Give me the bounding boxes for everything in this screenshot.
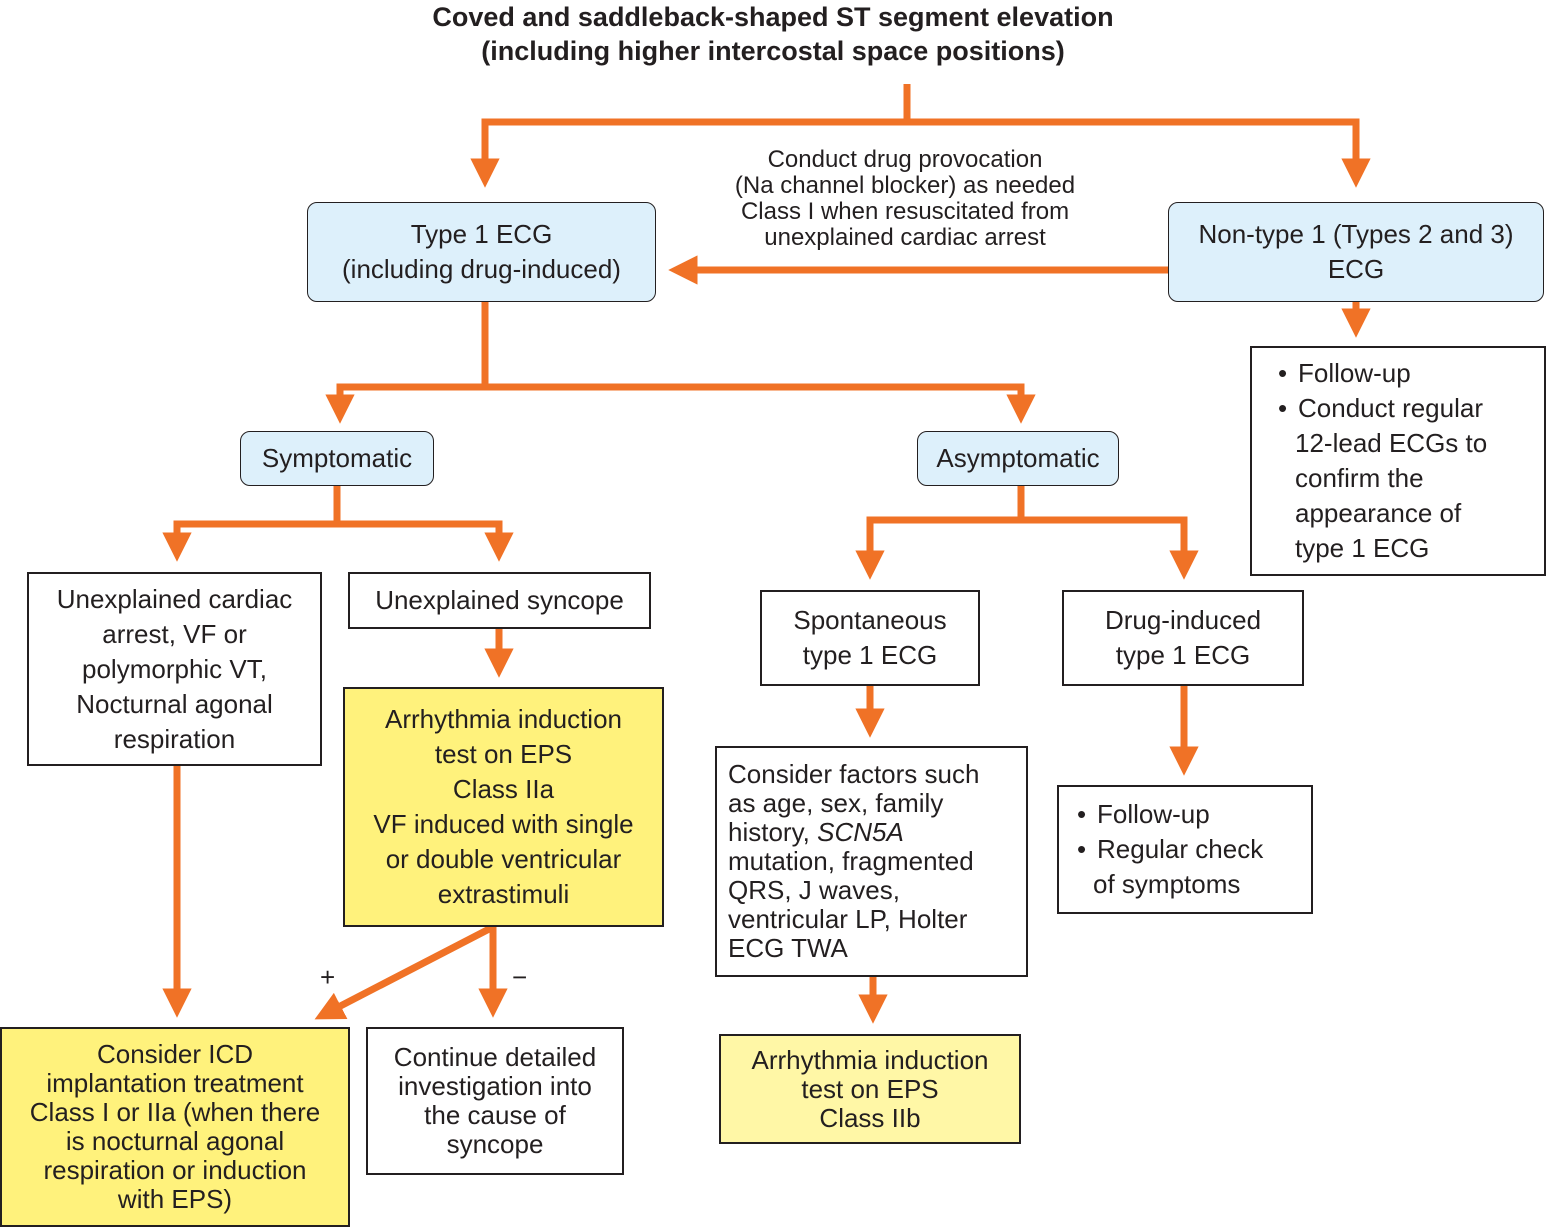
icd-line: Consider ICD — [96, 1039, 254, 1069]
bullet-text: Follow-up — [1097, 799, 1210, 829]
followup-bullet-item: • Conduct regular 12-lead ECGs to confir… — [1278, 391, 1544, 566]
type1-ecg-box: Type 1 ECG (including drug-induced) — [307, 202, 656, 302]
icd-line: implantation treatment — [46, 1068, 304, 1098]
bullet-glyph: • — [1278, 358, 1288, 388]
bullet-text-line: Regular check — [1097, 834, 1264, 864]
followup-bullet-item: • Regular check of symptoms — [1077, 832, 1311, 902]
unexplained-syncope-box: Unexplained syncope — [348, 572, 651, 629]
arrow-induction-plus-to-icd — [314, 923, 495, 1020]
induction-iia-line: test on EPS — [434, 739, 573, 769]
bullet-glyph: • — [1278, 393, 1288, 423]
continue-line: investigation into — [398, 1071, 592, 1101]
type1-line: Type 1 ECG — [410, 219, 553, 249]
nontype1-line: Non-type 1 (Types 2 and 3) — [1198, 219, 1514, 249]
induction-iib-line: test on EPS — [801, 1073, 939, 1104]
induction-iib-line: Class IIb — [819, 1102, 921, 1133]
spontaneous-line: type 1 ECG — [802, 640, 938, 670]
arrow-type1-to-symptomatic — [325, 302, 489, 424]
bullet-text-line: confirm the — [1295, 463, 1424, 493]
consider-factors-box: Consider factors such as age, sex, famil… — [715, 746, 1028, 977]
drug-induced-type1-box: Drug-induced type 1 ECG — [1062, 590, 1304, 686]
provocation-note-line: Class I when resuscitated from — [740, 198, 1070, 225]
icd-treatment-box: Consider ICD implantation treatment Clas… — [0, 1027, 350, 1227]
cardiac-arrest-line: respiration — [113, 723, 236, 754]
factors-text: history, — [728, 817, 818, 847]
cardiac-arrest-line: Nocturnal agonal — [76, 688, 273, 719]
bullet-text-line: Conduct regular — [1298, 393, 1483, 423]
minus-sign: − — [512, 962, 528, 992]
factors-line: as age, sex, family — [728, 788, 944, 818]
arrow-title-to-nontype1 — [907, 118, 1371, 188]
induction-iia-line: VF induced with single — [373, 809, 634, 839]
cardiac-arrest-line: Unexplained cardiac — [56, 583, 293, 614]
arrow-symptomatic-to-arrest — [162, 486, 341, 562]
title-line-1: Coved and saddleback-shaped ST segment e… — [432, 2, 1114, 32]
continue-line: the cause of — [424, 1100, 566, 1130]
factors-line: mutation, fragmented — [728, 846, 974, 876]
nontype1-line: ECG — [1327, 254, 1385, 284]
cardiac-arrest-box: Unexplained cardiac arrest, VF or polymo… — [27, 572, 322, 766]
bullet-text-line: type 1 ECG — [1295, 533, 1430, 563]
title-line-2: (including higher intercostal space posi… — [481, 36, 1065, 66]
bullet-text-line: of symptoms — [1093, 869, 1241, 899]
induction-iia-line: extrastimuli — [437, 879, 570, 909]
icd-line: respiration or induction — [43, 1155, 307, 1185]
induction-iia-line: Class IIa — [452, 774, 555, 804]
cardiac-arrest-line: arrest, VF or — [102, 618, 247, 649]
induction-iib-line: Arrhythmia induction — [751, 1044, 989, 1075]
arrow-title-to-type1 — [470, 84, 911, 188]
symptomatic-box: Symptomatic — [240, 431, 434, 486]
arrow-symptomatic-to-syncope — [337, 520, 514, 562]
nontype1-followup-box: • Follow-up • Conduct regular 12-lead EC… — [1250, 346, 1546, 576]
plus-sign: + — [320, 962, 336, 992]
continue-line: syncope — [446, 1129, 544, 1159]
icd-line: Class I or IIa (when there — [29, 1097, 321, 1127]
provocation-note-line: unexplained cardiac arrest — [764, 224, 1046, 251]
gene-name: SCN5A — [817, 817, 904, 847]
factors-line: history, SCN5A — [728, 818, 1026, 847]
drug-followup-box: • Follow-up • Regular check of symptoms — [1057, 785, 1313, 914]
provocation-note-line: (Na channel blocker) as needed — [734, 172, 1076, 199]
nontype1-ecg-box: Non-type 1 (Types 2 and 3) ECG — [1168, 202, 1544, 302]
cardiac-arrest-line: polymorphic VT, — [82, 653, 267, 684]
icd-line: with EPS) — [117, 1184, 233, 1214]
continue-investigation-box: Continue detailed investigation into the… — [366, 1027, 624, 1175]
drug-induced-line: type 1 ECG — [1115, 640, 1251, 670]
induction-iia-line: or double ventricular — [385, 844, 622, 874]
bullet-glyph: • — [1077, 799, 1087, 829]
followup-bullet-item: • Follow-up — [1077, 797, 1311, 832]
provocation-note: Conduct drug provocation (Na channel blo… — [690, 147, 1120, 251]
spontaneous-line: Spontaneous — [793, 605, 947, 635]
type1-line: (including drug-induced) — [342, 254, 621, 284]
drug-induced-line: Drug-induced — [1104, 605, 1262, 635]
bullet-text: Regular check of symptoms — [1093, 832, 1264, 902]
arrow-asymptomatic-to-spontaneous — [855, 486, 1025, 580]
followup-bullet-item: • Follow-up — [1278, 356, 1544, 391]
factors-line: ventricular LP, Holter — [728, 904, 968, 934]
bullet-glyph: • — [1077, 834, 1087, 864]
arrow-type1-to-asymptomatic — [485, 383, 1036, 424]
induction-iia-line: Arrhythmia induction — [385, 704, 622, 734]
bullet-text: Conduct regular 12-lead ECGs to confirm … — [1295, 391, 1488, 566]
continue-line: Continue detailed — [393, 1042, 597, 1072]
spontaneous-type1-box: Spontaneous type 1 ECG — [760, 590, 980, 686]
arrow-asymptomatic-to-druginduced — [1021, 516, 1199, 580]
icd-line: is nocturnal agonal — [65, 1126, 285, 1156]
provocation-note-line: Conduct drug provocation — [767, 146, 1043, 173]
induction-test-iib-box: Arrhythmia induction test on EPS Class I… — [719, 1034, 1021, 1144]
induction-test-iia-box: Arrhythmia induction test on EPS Class I… — [343, 687, 664, 927]
factors-line: Consider factors such — [728, 759, 980, 789]
diagram-title: Coved and saddleback-shaped ST segment e… — [0, 0, 1546, 68]
bullet-text: Follow-up — [1298, 358, 1411, 388]
asymptomatic-box: Asymptomatic — [917, 431, 1119, 486]
factors-line: QRS, J waves, — [728, 875, 900, 905]
bullet-text-line: appearance of — [1295, 498, 1462, 528]
bullet-text-line: 12-lead ECGs to — [1295, 428, 1488, 458]
factors-line: ECG TWA — [728, 933, 848, 963]
